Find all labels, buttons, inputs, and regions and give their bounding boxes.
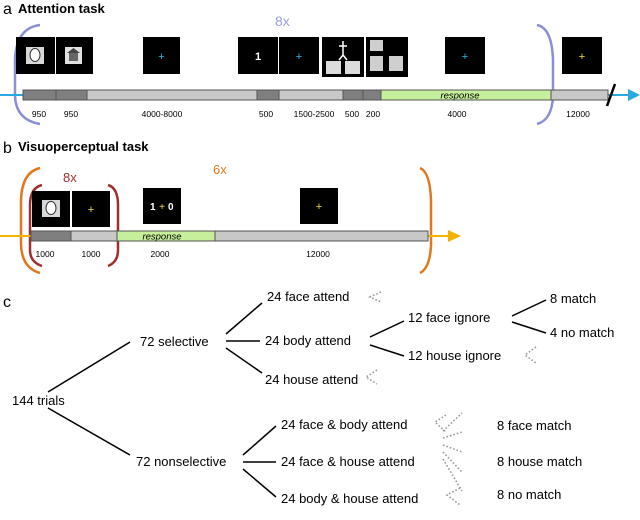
- response-option-right: 0: [168, 202, 174, 213]
- duration-label: 950: [64, 109, 78, 119]
- duration-label: 1000: [36, 249, 55, 259]
- duration-label: 950: [32, 109, 46, 119]
- tree-face-body-attend: 24 face & body attend: [281, 417, 407, 432]
- rest-frame: [562, 37, 602, 74]
- duration-label: 200: [366, 109, 380, 119]
- fixation-frame-1: [143, 37, 180, 74]
- panel-a-timeline-bar: [22, 89, 609, 101]
- duration-label: 4000: [448, 109, 467, 119]
- tree-selective: 72 selective: [140, 334, 209, 349]
- fixation-cross-1: +: [158, 51, 164, 63]
- response-prompt-cross: +: [159, 202, 165, 213]
- panel-b-outer-bracket-left: [19, 166, 41, 275]
- tree-outcome-no-match: 8 no match: [497, 487, 561, 502]
- digit-frame: [238, 37, 278, 74]
- fixation-cross-2: +: [296, 51, 302, 63]
- panel-a-bracket-left: [13, 23, 41, 126]
- tree-face-match: 8 face match: [497, 418, 571, 433]
- panel-a-bracket-right: [536, 23, 555, 126]
- tree-match: 8 match: [550, 291, 596, 306]
- body-icon: [338, 41, 348, 61]
- tree-labels: 144 trials 72 selective 72 nonselective …: [12, 289, 614, 506]
- digit-cue: 1: [255, 51, 261, 63]
- fixation-cross-b1: +: [88, 204, 94, 216]
- panel-a-repeat: 8x: [275, 13, 290, 29]
- duration-label: 500: [345, 109, 359, 119]
- tree-no-match: 4 no match: [550, 325, 614, 340]
- panel-a-arrowhead: [628, 89, 640, 101]
- tree-root: 144 trials: [12, 393, 65, 408]
- panel-b-inner-repeat: 8x: [63, 170, 77, 185]
- tree-body-house-attend: 24 body & house attend: [281, 491, 418, 506]
- duration-label: 1500-2500: [294, 109, 335, 119]
- panel-b-outer-repeat: 6x: [213, 162, 227, 177]
- rest-fixation-cross: +: [579, 51, 585, 63]
- fixation-cross-3: +: [462, 51, 468, 63]
- duration-label: 4000-8000: [142, 109, 183, 119]
- duration-label: 2000: [151, 249, 170, 259]
- fixation-frame-2: [279, 37, 319, 74]
- face-icon: [29, 48, 41, 62]
- tree-edges: [47, 299, 547, 498]
- duration-label: 12000: [566, 109, 590, 119]
- tree-house-ignore: 12 house ignore: [408, 348, 501, 363]
- panel-a-title: Attention task: [18, 1, 105, 16]
- tree-face-house-attend: 24 face & house attend: [281, 454, 415, 469]
- rest-frame-b: [300, 188, 338, 224]
- panel-b-inner-bracket-left: [28, 183, 43, 268]
- tree-body-attend: 24 body attend: [265, 333, 351, 348]
- panel-a-response-label: response: [440, 91, 479, 102]
- response-option-left: 1: [150, 202, 156, 213]
- rest-fixation-cross-b: +: [316, 201, 322, 213]
- panel-b-durations: 1000 1000 2000 12000: [36, 249, 331, 259]
- panel-b-arrowhead: [448, 230, 461, 242]
- tree-face-ignore: 12 face ignore: [408, 310, 490, 325]
- fixation-frame-3: [445, 37, 485, 74]
- duration-label: 1000: [82, 249, 101, 259]
- panel-b-title: Visuoperceptual task: [18, 139, 149, 154]
- tree-house-attend: 24 house attend: [265, 372, 358, 387]
- face-thumb-icon: [326, 61, 341, 74]
- face-icon: [45, 201, 57, 215]
- panel-b-inner-bracket-right: [107, 183, 120, 268]
- response-prompt-frame: [143, 188, 181, 224]
- panel-a-letter: a: [3, 1, 12, 18]
- house-thumb-icon: [345, 61, 360, 74]
- timeline-break-icon: [605, 83, 617, 107]
- fixation-frame-b1: [72, 191, 110, 227]
- panel-b-letter: b: [3, 140, 12, 157]
- panel-b-response-label: response: [142, 232, 181, 243]
- duration-label: 500: [259, 109, 273, 119]
- duration-label: 12000: [306, 249, 330, 259]
- tree-nonselective: 72 nonselective: [136, 454, 226, 469]
- house-icon: [69, 52, 78, 61]
- tree-house-match: 8 house match: [497, 454, 582, 469]
- tree-face-attend: 24 face attend: [267, 289, 349, 304]
- continuation-dots: [364, 291, 537, 506]
- panel-b-outer-bracket-right: [419, 166, 433, 275]
- panel-c-letter: c: [3, 294, 11, 311]
- panel-b-timeline-bar: [30, 230, 429, 242]
- panel-a-durations: 950 950 4000-8000 500 1500-2500 500 200 …: [32, 109, 590, 119]
